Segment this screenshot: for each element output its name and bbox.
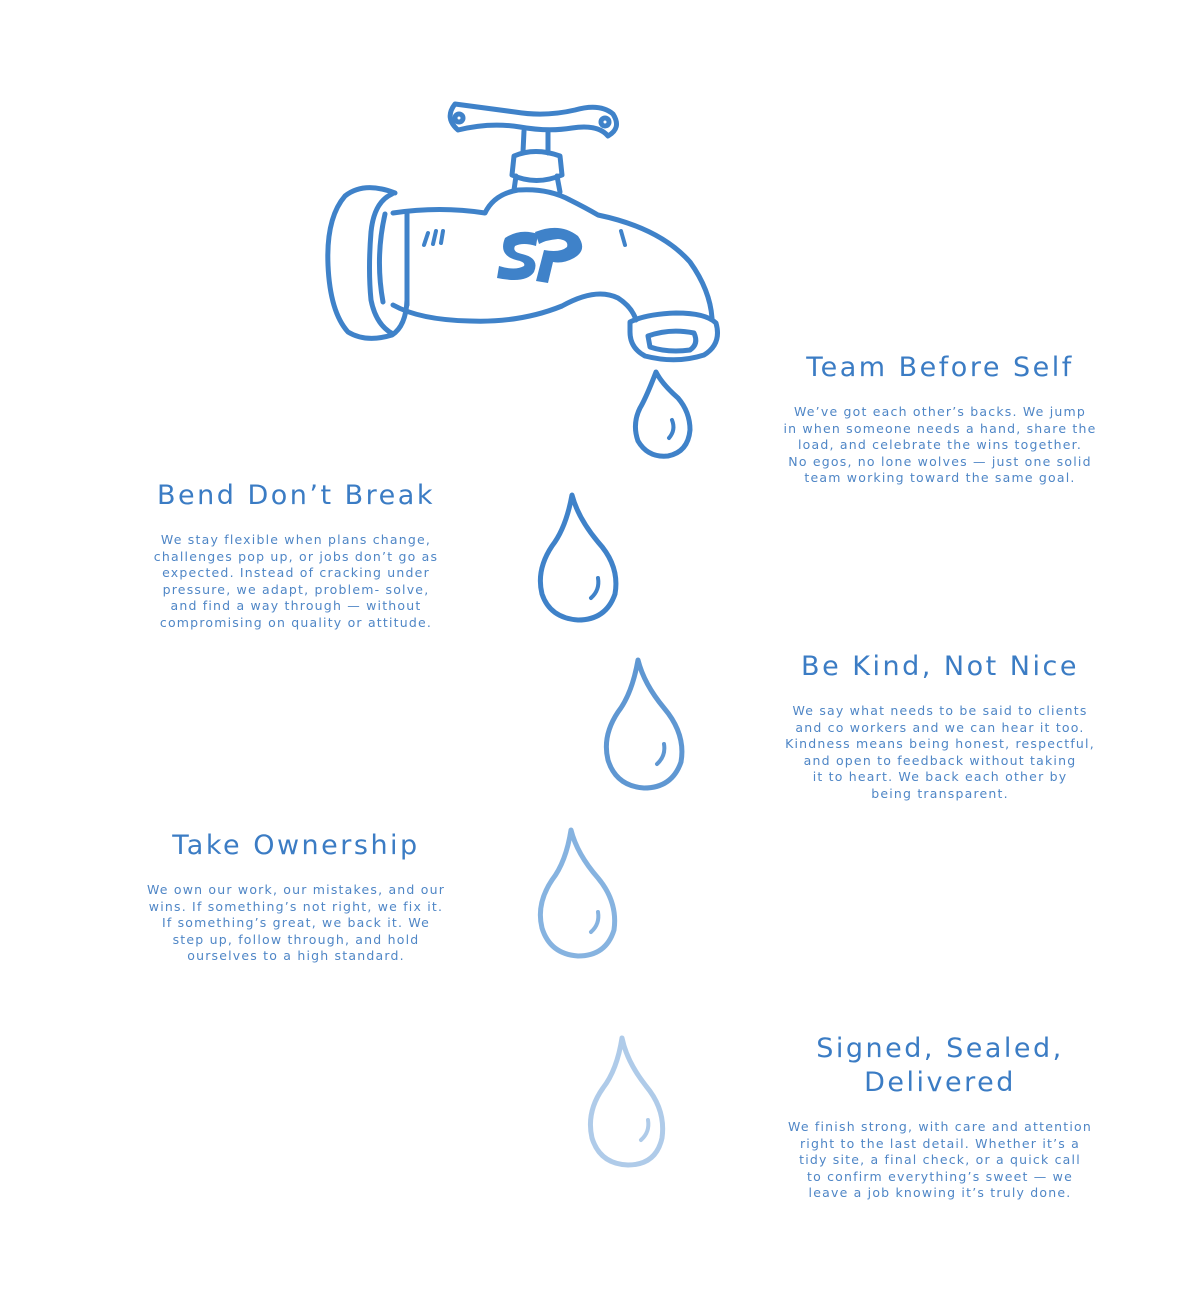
sp-logo-icon xyxy=(497,227,583,283)
value-be-kind-not-nice: Be Kind, Not Nice We say what needs to b… xyxy=(760,650,1120,803)
value-title: Bend Don’t Break xyxy=(157,480,435,511)
value-description: We stay flexible when plans change, chal… xyxy=(153,532,439,630)
value-team-before-self: Team Before Self We’ve got each other’s … xyxy=(760,351,1120,487)
value-description: We say what needs to be said to clients … xyxy=(785,703,1095,801)
value-description: We finish strong, with care and attentio… xyxy=(788,1119,1092,1201)
value-signed-sealed-delivered: Signed, Sealed, Delivered We finish stro… xyxy=(760,1032,1120,1202)
water-drop-icon xyxy=(603,657,685,791)
value-title: Take Ownership xyxy=(172,830,420,861)
water-drop-icon xyxy=(537,492,619,623)
value-title: Signed, Sealed, Delivered xyxy=(816,1033,1064,1098)
water-drop-icon xyxy=(632,369,693,459)
tap-icon xyxy=(325,101,720,363)
value-title: Be Kind, Not Nice xyxy=(801,651,1079,682)
value-description: We own our work, our mistakes, and our w… xyxy=(146,882,446,964)
water-drop-icon xyxy=(587,1035,666,1168)
water-drop-icon xyxy=(537,827,618,959)
value-bend-dont-break: Bend Don’t Break We stay flexible when p… xyxy=(116,479,476,632)
value-take-ownership: Take Ownership We own our work, our mist… xyxy=(116,829,476,965)
value-description: We’ve got each other’s backs. We jump in… xyxy=(783,404,1097,486)
value-title: Team Before Self xyxy=(806,352,1074,383)
